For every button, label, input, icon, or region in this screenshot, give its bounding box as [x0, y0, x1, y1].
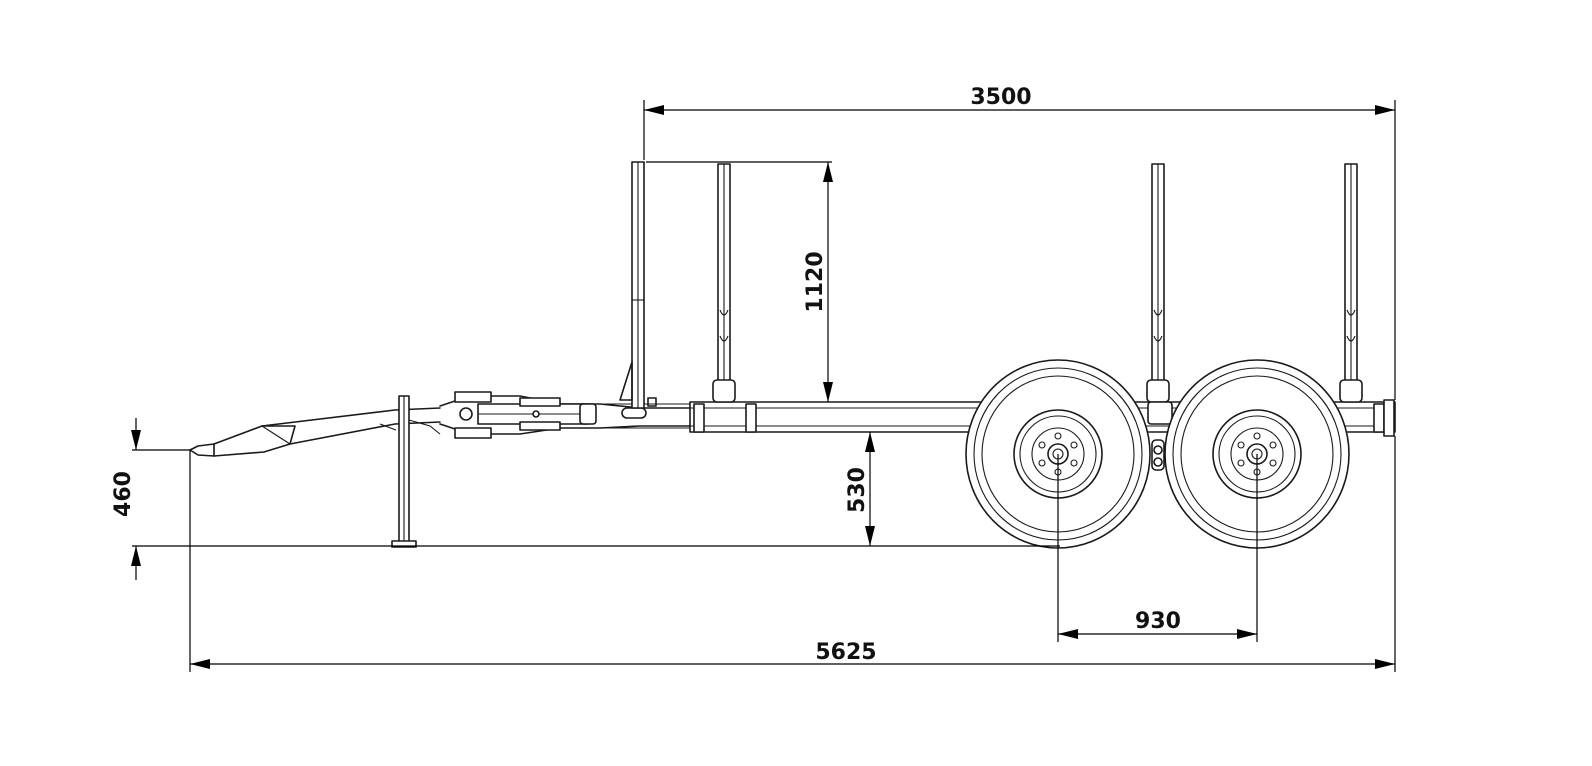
stake-2 [1146, 163, 1170, 403]
dimension-930: 930 [1057, 454, 1258, 642]
dimension-1120: 1120 [646, 161, 833, 402]
dimension-3500: 3500 [643, 85, 1396, 400]
dimension-label-530: 530 [845, 467, 870, 513]
dimension-530: 530 [845, 432, 875, 546]
support-leg [391, 395, 441, 548]
drawbar-eye [189, 443, 215, 457]
dimension-label-460: 460 [111, 471, 136, 517]
drawbar [213, 407, 441, 457]
dimension-label-1120: 1120 [803, 251, 828, 312]
stake-1 [712, 163, 736, 403]
dimension-label-3500: 3500 [970, 85, 1031, 110]
dimension-label-930: 930 [1135, 609, 1181, 634]
trailer-outline [189, 161, 1396, 549]
stake-3 [1339, 163, 1363, 403]
dimension-label-5625: 5625 [815, 640, 876, 665]
dimension-5625: 5625 [189, 436, 1396, 672]
bogie-pivot [1147, 401, 1173, 471]
dimension-460: 460 [111, 418, 190, 580]
hitch-assembly [439, 391, 691, 439]
front-stake [619, 161, 645, 409]
